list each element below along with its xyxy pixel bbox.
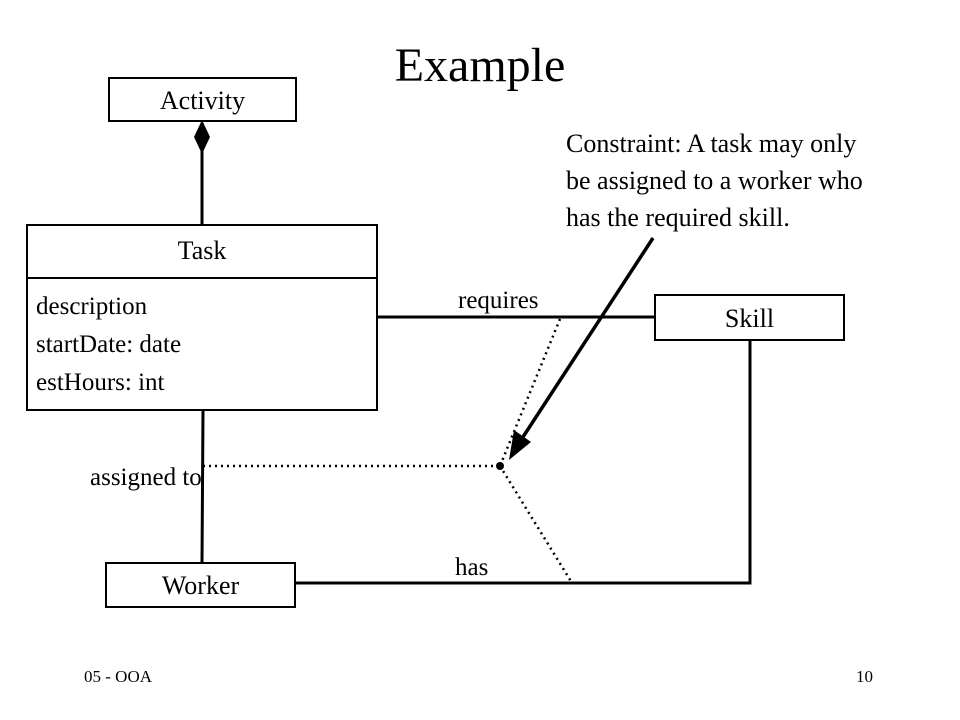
arrowhead-icon [509, 430, 531, 460]
composition-diamond-icon [194, 120, 210, 154]
class-skill: Skill [654, 294, 845, 341]
task-attribute: startDate: date [36, 331, 182, 358]
constraint-note-line: Constraint: A task may only [566, 129, 857, 158]
assigned-to-association-line [200, 409, 205, 564]
association-label-has: has [455, 554, 489, 581]
task-attribute: description [36, 293, 148, 320]
class-activity: Activity [108, 77, 297, 122]
footer-course-label: 05 - OOA [84, 667, 152, 686]
association-label-assigned-to: assigned to [90, 464, 202, 491]
constraint-dotted-line-has [498, 465, 574, 584]
class-task-divider [28, 277, 376, 279]
constraint-note-line: has the required skill. [566, 203, 790, 232]
task-attribute: estHours: int [36, 369, 165, 396]
class-task-attributes: description startDate: date estHours: in… [36, 288, 181, 402]
slide-title: Example [394, 39, 566, 92]
class-task-name: Task [177, 236, 227, 265]
constraint-note: Constraint: A task may only be assigned … [566, 125, 863, 236]
constraint-junction-dot [496, 462, 504, 470]
constraint-dotted-line-requires [498, 318, 562, 467]
footer-page-number: 10 [856, 667, 873, 686]
class-skill-name: Skill [724, 304, 775, 333]
has-association-line [295, 341, 752, 585]
constraint-note-line: be assigned to a worker who [566, 166, 863, 195]
association-label-requires: requires [458, 287, 539, 314]
class-task: Task description startDate: date estHour… [26, 224, 378, 411]
class-worker: Worker [105, 562, 296, 608]
class-worker-name: Worker [161, 571, 240, 600]
class-activity-name: Activity [159, 86, 246, 115]
constraint-arrow-line [519, 237, 655, 441]
